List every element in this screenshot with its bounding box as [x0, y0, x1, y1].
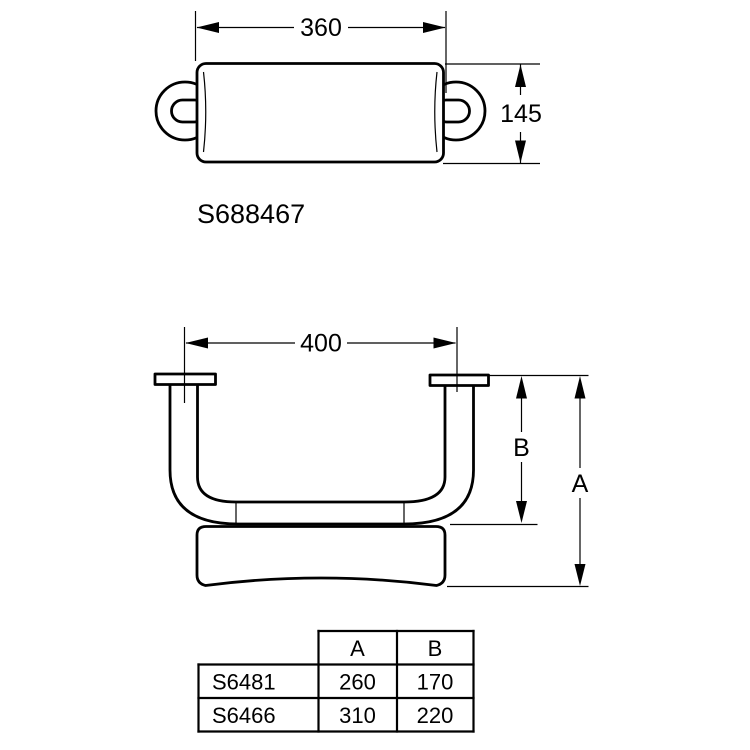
size-table: A B S6481 260 170 S6466 310 220: [197, 629, 475, 733]
dim-400-arrow-left: [185, 337, 208, 349]
cushion-body-front-view: [195, 525, 447, 587]
top-view-drawing: 360 145 S688467: [154, 11, 542, 229]
dim-145-arrow-down: [515, 140, 526, 163]
dim-width-360: 360: [194, 11, 447, 93]
cushion-surface-arc-right: [434, 71, 438, 153]
dim-b-arrow-up: [516, 376, 527, 399]
table-row1-b: 170: [417, 670, 454, 695]
dim-a-arrow-up: [574, 376, 586, 399]
table-row1-a: 260: [339, 670, 376, 695]
dim-145-value: 145: [500, 100, 542, 128]
dim-width-400: 400: [183, 327, 458, 403]
dim-b-label: B: [513, 434, 530, 462]
grab-rail-tube-inner: [196, 384, 447, 504]
dim-height-a: A: [447, 376, 589, 588]
dim-145-arrow-up: [515, 64, 526, 87]
dim-height-145: 145: [443, 63, 542, 165]
table-row2-a: 310: [339, 703, 376, 728]
table-row2-b: 220: [417, 703, 454, 728]
dim-a-label: A: [572, 470, 589, 498]
left-flange: [153, 372, 217, 386]
dim-360-arrow-left: [196, 22, 219, 33]
grab-rail-tube-outer: [168, 384, 475, 526]
cushion-body-top-view: [195, 62, 445, 164]
part-number-label: S688467: [197, 199, 305, 229]
dim-a-arrow-down: [574, 564, 586, 586]
dim-b-arrow-down: [516, 501, 527, 523]
dim-height-b: B: [450, 376, 538, 526]
dim-360-value: 360: [300, 14, 342, 42]
table-row2-model: S6466: [212, 703, 276, 728]
front-view-drawing: 400 B A: [153, 327, 589, 588]
table-row1-model: S6481: [212, 670, 276, 695]
table-header-a: A: [350, 636, 365, 661]
table-header-b: B: [428, 636, 443, 661]
dim-400-value: 400: [300, 330, 342, 358]
right-flange: [428, 373, 490, 387]
cushion-surface-arc-left: [202, 71, 207, 153]
dim-400-arrow-right: [433, 337, 456, 349]
dim-360-arrow-right: [423, 22, 446, 33]
